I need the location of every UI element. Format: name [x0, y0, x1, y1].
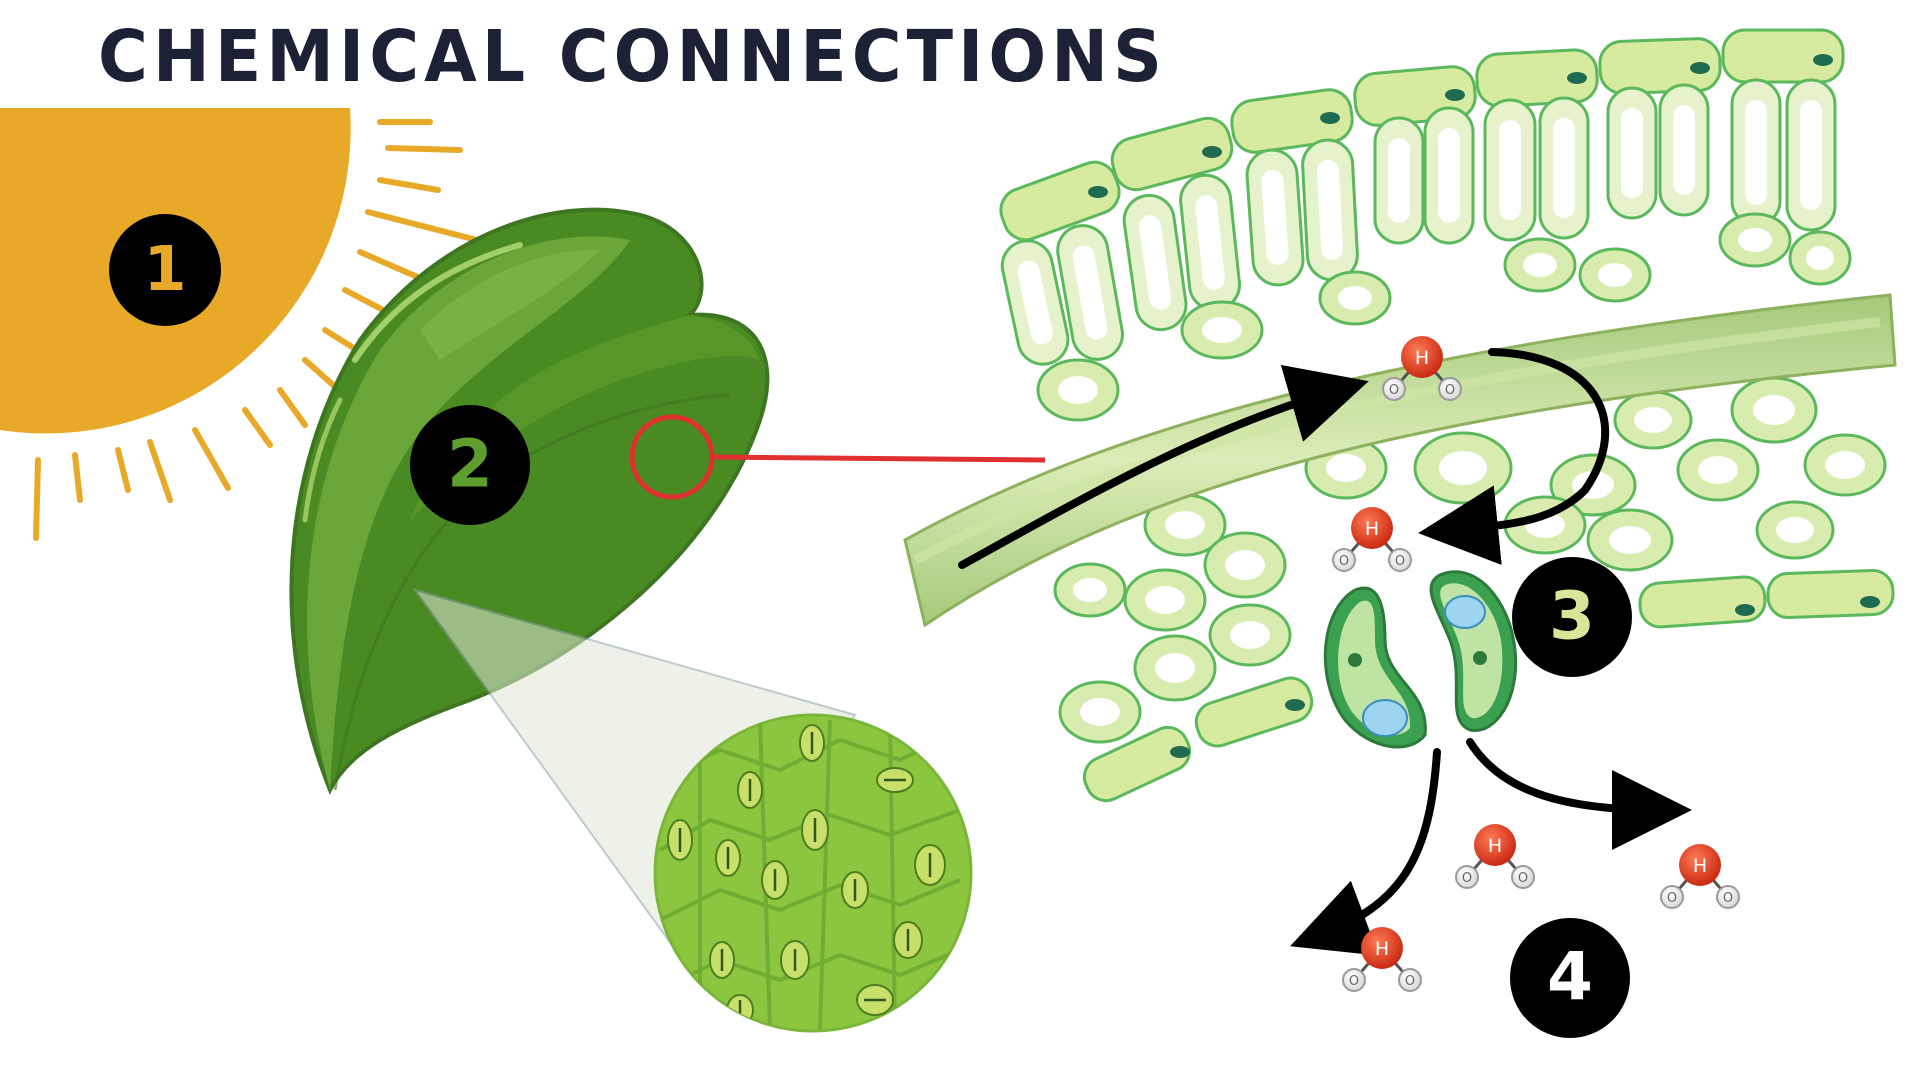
water-molecule: O O H	[1342, 927, 1422, 992]
oxygen-atom	[1342, 968, 1366, 992]
oxygen-atom	[1455, 865, 1479, 889]
step-badge-circle	[410, 405, 530, 525]
hydrogen-label: H	[1488, 835, 1502, 857]
oxygen-atom	[1716, 885, 1740, 909]
step-badges: 1 2 3 4	[109, 214, 1632, 1038]
hydrogen-label: H	[1375, 938, 1389, 960]
leaf-cross-section	[903, 28, 1897, 956]
stomata-closeup	[653, 713, 973, 1033]
oxygen-atom	[1438, 377, 1462, 401]
oxygen-label: O	[1339, 554, 1349, 569]
step-badge-1: 1	[109, 214, 221, 326]
flow-arrows	[958, 348, 1692, 956]
out-left-arrow	[1290, 748, 1441, 956]
step-number: 4	[1547, 939, 1593, 1016]
leaf	[289, 207, 770, 795]
leaf-light-half	[307, 236, 630, 791]
oxygen-label: O	[1349, 974, 1359, 989]
oxygen-label: O	[1667, 891, 1677, 906]
step-number: 2	[447, 426, 493, 503]
water-molecule: O O H	[1332, 507, 1412, 572]
oxygen-label: O	[1518, 871, 1528, 886]
hydrogen-atom	[1401, 336, 1443, 378]
leaf-vein	[903, 293, 1897, 628]
oxygen-atom	[1388, 548, 1412, 572]
step-badge-circle	[1512, 557, 1632, 677]
oxygen-label: O	[1723, 891, 1733, 906]
oxygen-atom	[1511, 865, 1535, 889]
oxygen-atom	[1382, 377, 1406, 401]
oxygen-label: O	[1405, 974, 1415, 989]
oxygen-label: O	[1462, 871, 1472, 886]
water-molecule: O O H	[1455, 824, 1535, 889]
hydrogen-label: H	[1693, 855, 1707, 877]
callout	[629, 414, 1046, 500]
hydrogen-atom	[1361, 927, 1403, 969]
vein-flow-arrow	[958, 364, 1369, 569]
oxygen-atom	[1398, 968, 1422, 992]
hydrogen-label: H	[1365, 518, 1379, 540]
water-molecules: O O H O O H O O H O O H O O H	[1332, 336, 1740, 992]
step-number: 1	[144, 233, 187, 305]
hydrogen-atom	[1474, 824, 1516, 866]
step-number: 3	[1549, 578, 1595, 655]
step-badge-circle	[109, 214, 221, 326]
step-badge-2: 2	[410, 405, 530, 525]
water-molecule: O O H	[1660, 844, 1740, 909]
out-right-arrow	[1466, 738, 1692, 850]
step-badge-3: 3	[1512, 557, 1632, 677]
hydrogen-atom	[1351, 507, 1393, 549]
hydrogen-label: H	[1415, 347, 1429, 369]
water-molecule: O O H	[1382, 336, 1462, 401]
hydrogen-atom	[1679, 844, 1721, 886]
oxygen-atom	[1332, 548, 1356, 572]
oxygen-label: O	[1445, 383, 1455, 398]
guard-cells	[1323, 570, 1518, 749]
oxygen-label: O	[1395, 554, 1405, 569]
page-title: CHEMICAL CONNECTIONS	[98, 15, 1168, 99]
oxygen-atom	[1660, 885, 1684, 909]
step-badge-circle	[1510, 918, 1630, 1038]
down-flow-arrow	[1418, 348, 1610, 566]
oxygen-label: O	[1389, 383, 1399, 398]
step-badge-4: 4	[1510, 918, 1630, 1038]
